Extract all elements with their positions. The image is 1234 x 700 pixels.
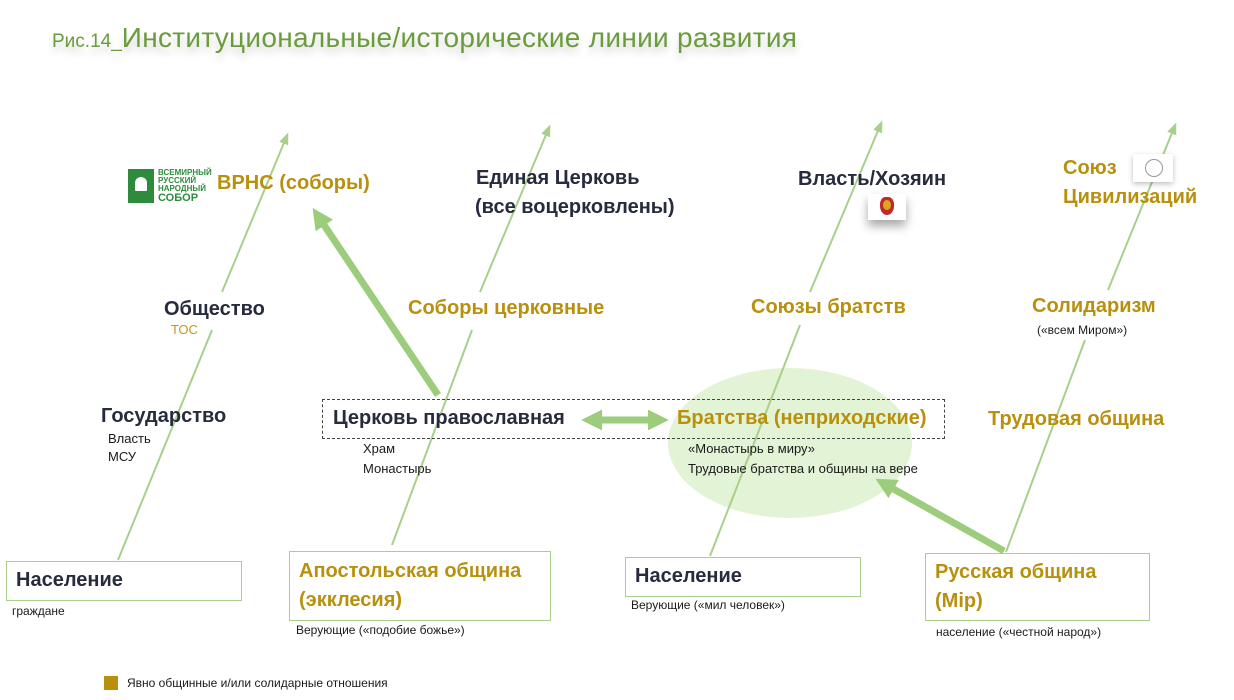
- vrns-logo-line3: НАРОДНЫЙ: [158, 184, 206, 193]
- col3-top-label: Власть/Хозяин: [798, 168, 947, 190]
- col4-top-label-2: Цивилизаций: [1063, 186, 1198, 208]
- col1-mid-label: Общество: [164, 298, 265, 320]
- arrow-obshchina-to-brotherhood: [875, 478, 1006, 555]
- col2-top-label-2: (все воцерковлены): [475, 196, 675, 218]
- col1-low-label: Государство: [101, 405, 227, 427]
- col2-low-label: Церковь православная: [333, 407, 565, 429]
- col4-top-label-1: Союз: [1063, 157, 1117, 179]
- col3-base-label: Население: [635, 565, 742, 587]
- col2-low-sub1: Храм: [363, 441, 396, 456]
- col3-low-sub1: «Монастырь в миру»: [688, 441, 815, 456]
- legend-text: Явно общинные и/или солидарные отношения: [127, 676, 388, 690]
- vrns-logo-line1: ВСЕМИРНЫЙ: [158, 168, 212, 177]
- col4-low-label: Трудовая община: [988, 408, 1165, 430]
- title-main: Институциональные/исторические линии раз…: [121, 22, 798, 53]
- coat-of-arms-icon: [868, 194, 906, 220]
- col4-base-label-1: Русская община: [935, 561, 1097, 583]
- arrow-church-to-vrns: [312, 208, 441, 397]
- col4-base-label-2: (Mip): [935, 590, 983, 612]
- church-brotherhood-frame: [322, 399, 945, 439]
- line-col4-b: [1107, 122, 1177, 291]
- col2-top-label-1: Единая Церковь: [476, 167, 640, 189]
- col1-base-sub: граждане: [12, 604, 65, 618]
- title-prefix: Рис.14_: [52, 31, 122, 52]
- line-col3-b: [809, 120, 883, 293]
- line-col1-b: [221, 132, 289, 293]
- col1-low-sub2: МСУ: [108, 449, 137, 464]
- vrns-logo-text: ВСЕМИРНЫЙ РУССКИЙ НАРОДНЫЙ СОБОР: [158, 169, 212, 204]
- col4-base-sub: население («честной народ»): [936, 625, 1102, 639]
- line-col2-a: [391, 329, 473, 546]
- col4-mid-sub: («всем Миром»): [1037, 323, 1128, 337]
- col2-low-sub2: Монастырь: [363, 461, 432, 476]
- col3-low-sub2: Трудовые братства и общины на вере: [688, 461, 918, 476]
- col1-mid-sub: ТОС: [171, 322, 198, 337]
- legend-swatch: [104, 676, 118, 690]
- col1-base-box: [6, 561, 242, 601]
- col1-top-label: ВРНС (соборы): [217, 172, 370, 194]
- col2-base-box: [289, 551, 551, 621]
- col4-base-box: [925, 553, 1150, 621]
- line-col3-a: [709, 324, 801, 557]
- line-col2-b: [479, 124, 551, 293]
- col2-base-label-1: Апостольская община: [299, 560, 522, 582]
- col3-base-box: [625, 557, 861, 597]
- vrns-logo: ВСЕМИРНЫЙ РУССКИЙ НАРОДНЫЙ СОБОР: [128, 169, 212, 204]
- col4-mid-label: Солидаризм: [1032, 295, 1156, 317]
- col2-base-sub: Верующие («подобие божье»): [296, 623, 465, 637]
- col1-low-sub1: Власть: [108, 431, 151, 446]
- vrns-logo-square: [128, 169, 154, 203]
- col3-mid-label: Союзы братств: [751, 296, 906, 318]
- col2-mid-label: Соборы церковные: [408, 297, 605, 319]
- vrns-logo-line2: РУССКИЙ: [158, 176, 197, 185]
- col1-base-label: Население: [16, 569, 123, 591]
- line-col1-a: [117, 329, 213, 561]
- globe-icon: [1133, 154, 1173, 182]
- col3-base-sub: Верующие («мил человек»): [631, 598, 785, 612]
- highlight-ellipse: [668, 368, 912, 518]
- church-dome-icon: [135, 177, 147, 191]
- page-title: Рис.14_Институциональные/исторические ли…: [52, 22, 797, 54]
- col3-low-label: Братства (неприходские): [677, 407, 927, 429]
- vrns-logo-line4: СОБОР: [158, 192, 199, 204]
- line-col4-a: [1005, 339, 1086, 553]
- col2-base-label-2: (экклесия): [299, 589, 403, 611]
